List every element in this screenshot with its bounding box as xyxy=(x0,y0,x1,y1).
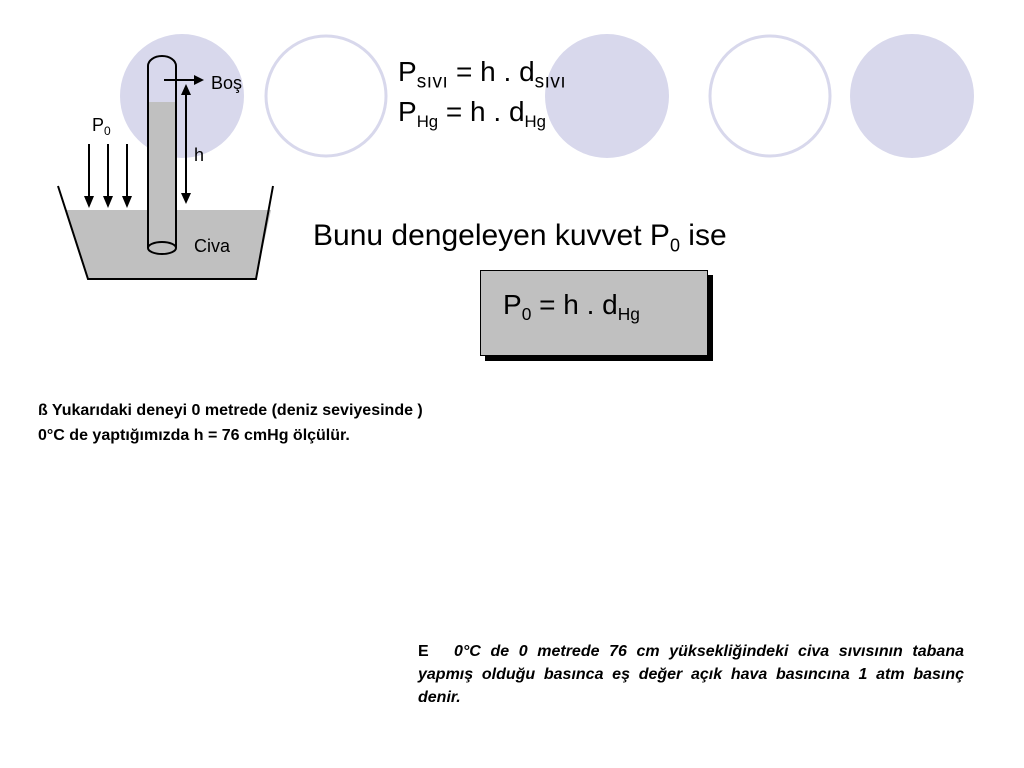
circle-filled-3 xyxy=(850,34,974,158)
arrow-empty-head xyxy=(194,75,204,85)
tube-mercury-column xyxy=(149,102,176,248)
note-experiment: ß Yukarıdaki deneyi 0 metrede (deniz sev… xyxy=(38,402,423,444)
formula-mercury-lhs: P xyxy=(398,96,417,127)
formula-mercury-lhs-sub: Hg xyxy=(416,111,439,131)
label-pressure: P0 xyxy=(92,115,111,138)
pressure-arrow-1 xyxy=(84,196,94,208)
pressure-arrow-3 xyxy=(122,196,132,208)
tube-bottom-opening xyxy=(147,241,177,255)
label-liquid: Civa xyxy=(194,236,231,256)
note-bullet: E xyxy=(418,643,429,660)
label-height: h xyxy=(194,145,204,165)
balance-sentence: Bunu dengeleyen kuvvet P0 ise xyxy=(313,219,727,256)
pressure-arrow-2 xyxy=(103,196,113,208)
circle-outline-1 xyxy=(264,34,388,158)
note-atm-text: 0°C de 0 metrede 76 cm yüksekliğindeki c… xyxy=(418,643,964,706)
height-arrow-top xyxy=(181,84,191,95)
balance-sub: 0 xyxy=(669,235,680,256)
balance-text: Bunu dengeleyen kuvvet P xyxy=(313,219,670,252)
height-arrow-bottom xyxy=(181,193,191,204)
torricelli-diagram: Boş h P0 Civa xyxy=(57,55,274,280)
result-lhs: P xyxy=(503,289,522,320)
formula-liquid-lhs: P xyxy=(398,56,417,87)
result-formula-box: P0 = h . dHg xyxy=(480,270,708,356)
result-eq: = h . d xyxy=(531,289,618,320)
result-lhs-sub: 0 xyxy=(521,304,532,325)
circle-filled-2 xyxy=(545,34,669,158)
formula-mercury-pressure: PHg = h . dHg xyxy=(398,98,546,131)
basin-outline xyxy=(57,185,274,280)
formula-liquid-rhs-sub: sıvı xyxy=(534,71,567,93)
formula-liquid-lhs-sub: sıvı xyxy=(416,71,449,93)
tube-outline xyxy=(147,55,177,248)
formula-liquid-pressure: Psıvı = h . dsıvı xyxy=(398,58,566,92)
result-rhs-sub: Hg xyxy=(617,304,640,325)
formula-liquid-eq: = h . d xyxy=(448,56,535,87)
circle-outline-2 xyxy=(708,34,832,158)
label-empty: Boş xyxy=(211,73,242,93)
formula-mercury-rhs-sub: Hg xyxy=(524,111,546,131)
balance-tail: ise xyxy=(679,219,727,252)
formula-mercury-eq: = h . d xyxy=(438,96,525,127)
